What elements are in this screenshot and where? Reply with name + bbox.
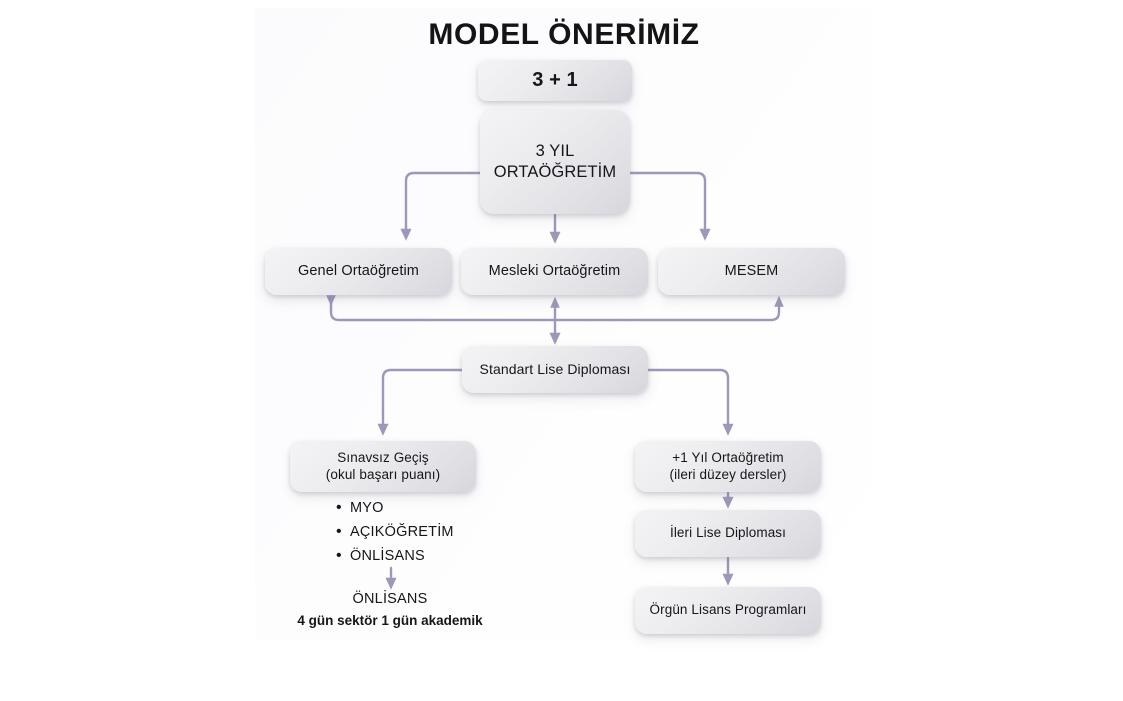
node-standart-lise-diplomasi-label: Standart Lise Diploması xyxy=(479,360,631,377)
node-orgun-lisans-programlari-label: Örgün Lisans Programları xyxy=(649,602,807,618)
list-item-label: ÖNLİSANS xyxy=(350,548,425,564)
node-plus-1-yil-ortaogretim[interactable]: +1 Yıl Ortaöğretim (ileri düzey dersler) xyxy=(635,441,821,492)
node-mesleki-ortaogretim[interactable]: Mesleki Ortaöğretim xyxy=(461,248,648,295)
node-ileri-lise-diplomasi[interactable]: İleri Lise Diploması xyxy=(635,510,821,557)
node-genel-ortaogretim[interactable]: Genel Ortaöğretim xyxy=(265,248,452,295)
node-sinavsiz-gecis-label: Sınavsız Geçiş (okul başarı puanı) xyxy=(325,449,441,482)
bullet-dot-icon: • xyxy=(336,523,342,540)
node-ileri-lise-diplomasi-label: İleri Lise Diploması xyxy=(669,525,787,541)
node-orgun-lisans-programlari[interactable]: Örgün Lisans Programları xyxy=(635,587,821,634)
list-item-label: AÇIKÖĞRETİM xyxy=(350,524,454,540)
node-3-plus-1-label: 3 + 1 xyxy=(532,69,578,91)
node-3-plus-1[interactable]: 3 + 1 xyxy=(478,60,632,101)
node-plus-1-yil-ortaogretim-label: +1 Yıl Ortaöğretim (ileri düzey dersler) xyxy=(669,449,787,482)
list-item: • ÖNLİSANS xyxy=(300,548,500,572)
page-title: MODEL ÖNERİMİZ xyxy=(428,18,700,51)
outcome-onlisans: ÖNLİSANS xyxy=(352,591,428,607)
list-item: • AÇIKÖĞRETİM xyxy=(300,524,500,548)
node-3-yil-ortaogretim[interactable]: 3 YIL ORTAÖĞRETİM xyxy=(480,110,630,214)
bullet-dot-icon: • xyxy=(336,547,342,564)
node-3-yil-ortaogretim-label: 3 YIL ORTAÖĞRETİM xyxy=(493,142,617,181)
bullet-dot-icon: • xyxy=(336,499,342,516)
node-mesleki-ortaogretim-label: Mesleki Ortaöğretim xyxy=(488,263,621,280)
bullet-list: • MYO • AÇIKÖĞRETİM • ÖNLİSANS xyxy=(300,500,500,572)
list-item-label: MYO xyxy=(350,500,384,516)
node-mesem[interactable]: MESEM xyxy=(658,248,845,295)
list-item: • MYO xyxy=(300,500,500,524)
node-mesem-label: MESEM xyxy=(724,263,779,280)
node-standart-lise-diplomasi[interactable]: Standart Lise Diploması xyxy=(462,346,648,393)
node-genel-ortaogretim-label: Genel Ortaöğretim xyxy=(298,263,419,280)
node-sinavsiz-gecis[interactable]: Sınavsız Geçiş (okul başarı puanı) xyxy=(290,441,476,492)
outcome-onlisans-note: 4 gün sektör 1 gün akademik xyxy=(297,613,483,628)
